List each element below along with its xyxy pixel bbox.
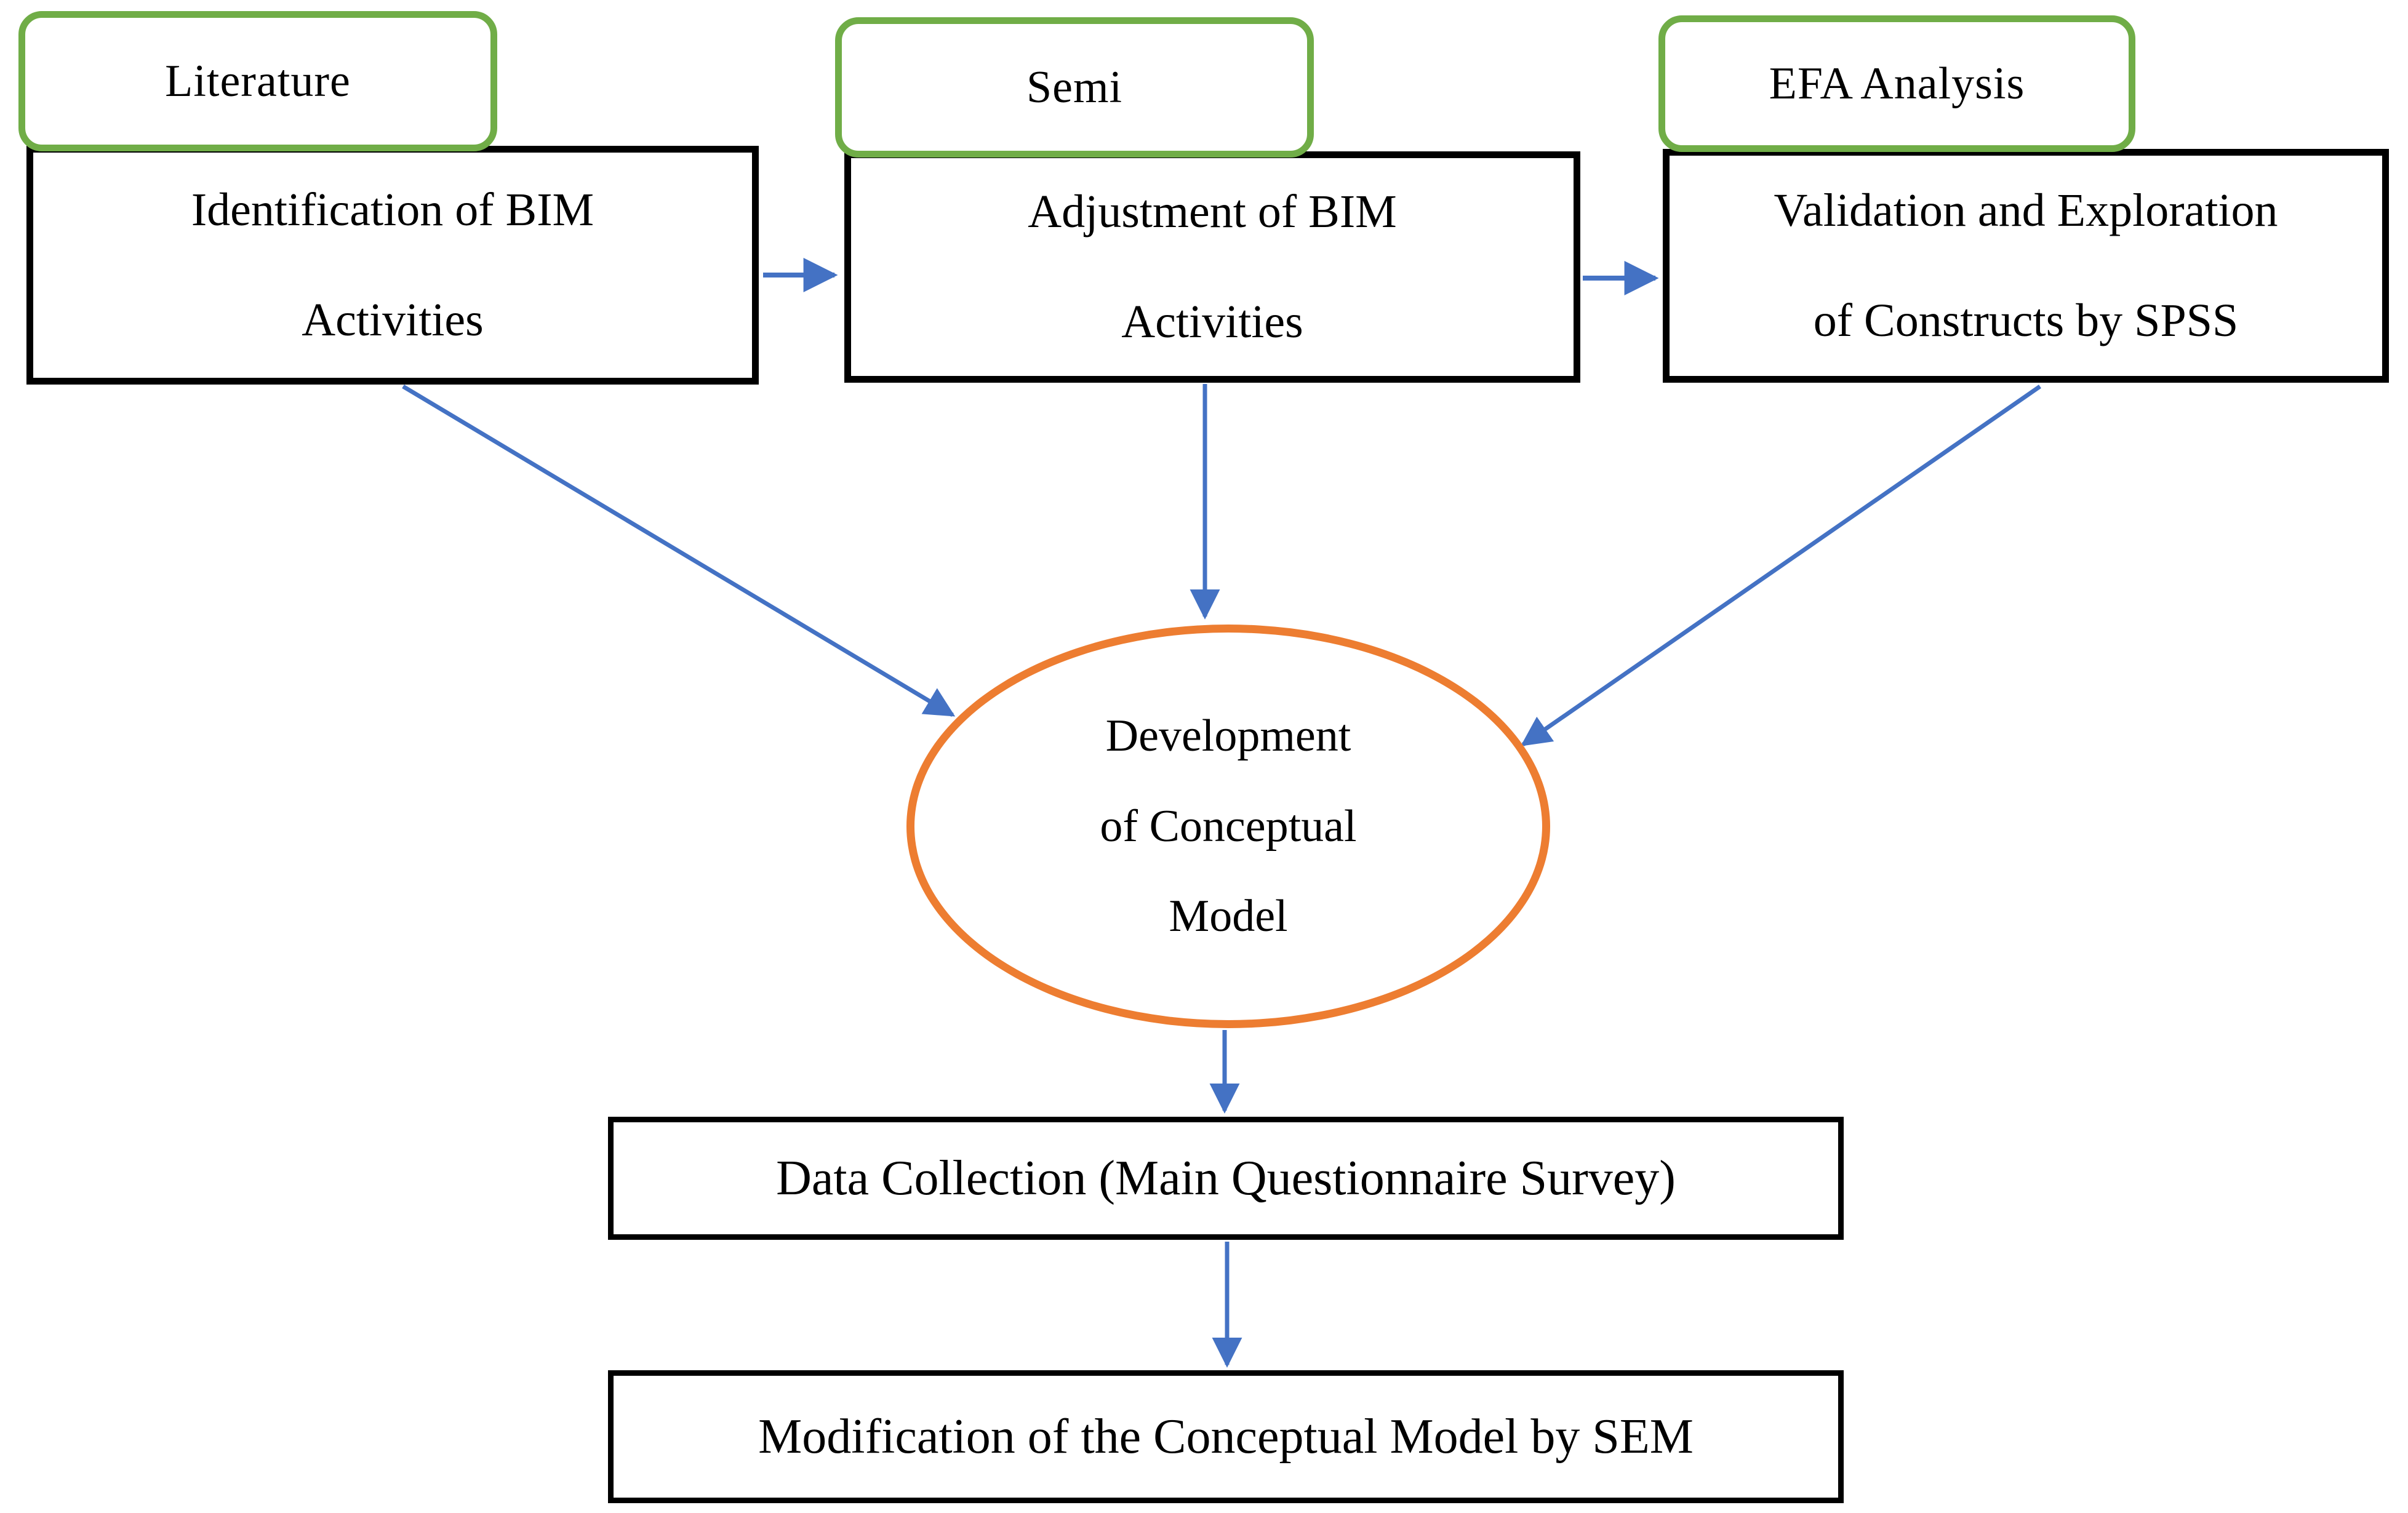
box-adjustment-of-bim-activities: Adjustment of BIM Activities [844, 151, 1580, 383]
box-validation-and-exploration: Validation and Exploration of Constructs… [1663, 149, 2389, 383]
tag-semi: Semi [835, 17, 1314, 158]
box-validation-line-2: of Constructs by SPSS [1813, 295, 2239, 346]
tag-literature-label: Literature [165, 55, 351, 106]
tag-semi-label: Semi [1026, 62, 1123, 113]
tag-efa-analysis-label: EFA Analysis [1769, 58, 2025, 109]
box-data-collection: Data Collection (Main Questionnaire Surv… [608, 1117, 1844, 1240]
ellipse-line-2: of Conceptual [1100, 800, 1357, 852]
ellipse-line-1: Development [1105, 711, 1351, 762]
arrow-validation-to-ellipse [1520, 385, 2041, 746]
box-data-collection-label: Data Collection (Main Questionnaire Surv… [776, 1151, 1676, 1205]
box-modification-by-sem-label: Modification of the Conceptual Model by … [758, 1409, 1694, 1464]
ellipse-development-of-conceptual-model: Development of Conceptual Model [906, 625, 1550, 1028]
box-validation-line-1: Validation and Exploration [1774, 185, 2278, 237]
box-adjustment-line-1: Adjustment of BIM [1028, 186, 1397, 238]
box-adjustment-line-2: Activities [1121, 296, 1303, 348]
box-identification-line-2: Activities [302, 294, 484, 346]
arrow-identification-to-ellipse [402, 384, 956, 717]
tag-efa-analysis: EFA Analysis [1658, 15, 2135, 152]
box-identification-of-bim-activities: Identification of BIM Activities [26, 146, 759, 385]
tag-literature: Literature [18, 11, 497, 151]
box-modification-by-sem: Modification of the Conceptual Model by … [608, 1370, 1844, 1503]
box-identification-line-1: Identification of BIM [191, 184, 594, 236]
ellipse-line-3: Model [1169, 891, 1288, 942]
